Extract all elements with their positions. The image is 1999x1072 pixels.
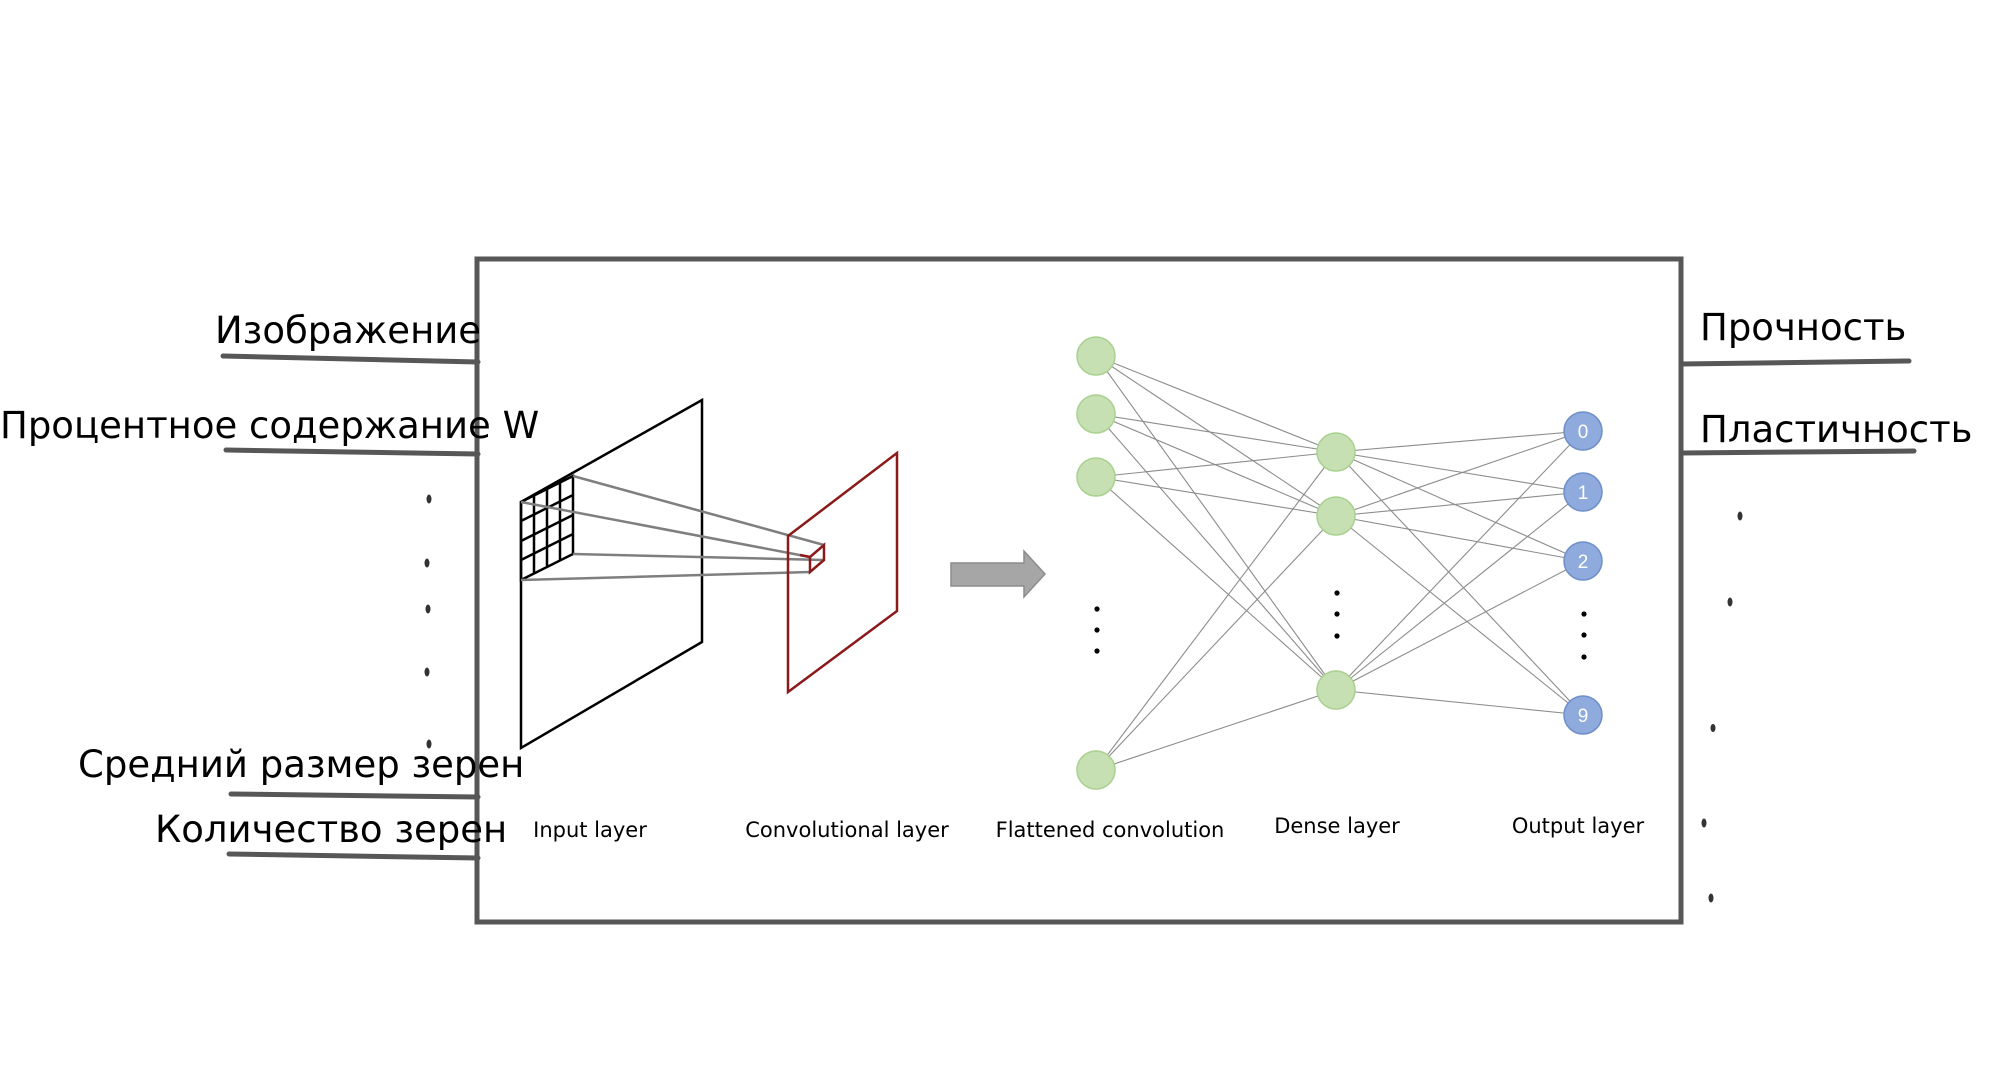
connection-line — [1335, 451, 1584, 716]
input-line-grain-size — [228, 791, 481, 800]
model-frame — [474, 256, 1684, 925]
connection-line — [1095, 413, 1337, 691]
connection-line — [1095, 476, 1337, 517]
output-node — [1563, 472, 1603, 512]
caption-output-layer: Output layer — [1512, 814, 1645, 838]
output-node-label: 1 — [1578, 483, 1589, 504]
network-nodes: 0 1 2 9 — [1076, 336, 1603, 790]
caption-convolutional-layer: Convolutional layer — [745, 818, 949, 842]
flatten-ellipsis-dot — [1094, 627, 1100, 633]
output-ellipsis-dot — [1581, 654, 1587, 660]
input-connectors — [220, 353, 481, 861]
input-label-grain-count: Количество зерен — [155, 808, 507, 851]
left-dot — [426, 739, 432, 749]
input-line-grain-count — [226, 851, 481, 861]
connection-line — [1335, 491, 1584, 691]
dense-node — [1316, 496, 1356, 536]
connection-line — [1335, 430, 1584, 517]
connection-line — [1335, 515, 1584, 562]
dense-ellipsis-dot — [1334, 590, 1340, 596]
right-dot — [1701, 818, 1707, 828]
output-ellipsis-dot — [1581, 632, 1587, 638]
caption-input-layer: Input layer — [533, 818, 647, 842]
right-dot — [1708, 893, 1714, 903]
left-dot — [426, 494, 432, 504]
left-dot — [425, 604, 431, 614]
input-label-image: Изображение — [215, 309, 481, 352]
convolutional-layer-plane — [786, 450, 899, 695]
left-dot — [424, 667, 430, 677]
output-node — [1563, 541, 1603, 581]
input-line-w — [223, 447, 481, 457]
input-layer-plane — [519, 397, 704, 751]
connection-line — [1095, 355, 1337, 691]
network-connections — [1095, 355, 1584, 771]
flatten-ellipsis-dot — [1094, 606, 1100, 612]
connection-line — [1095, 451, 1337, 771]
flatten-node — [1076, 394, 1116, 434]
connection-line — [1335, 515, 1584, 716]
output-connectors — [1678, 358, 1917, 456]
output-node — [1563, 411, 1603, 451]
flatten-arrow — [950, 549, 1047, 599]
output-node-label: 2 — [1578, 552, 1589, 573]
connection-line — [1095, 413, 1337, 453]
conv-output-cell — [799, 542, 826, 575]
kernel-projection — [520, 474, 825, 582]
flatten-node — [1076, 336, 1116, 376]
right-dot — [1710, 724, 1716, 732]
input-label-grain-size: Средний размер зерен — [78, 743, 524, 786]
connection-line — [1095, 451, 1337, 478]
left-dot — [424, 558, 430, 568]
output-ellipsis-dot — [1581, 611, 1587, 617]
flatten-node — [1076, 457, 1116, 497]
caption-flattened-convolution: Flattened convolution — [996, 818, 1225, 842]
output-ellipsis-dots — [1701, 511, 1743, 903]
connection-line — [1335, 491, 1584, 517]
connection-line — [1095, 355, 1337, 517]
output-node-label: 9 — [1578, 706, 1589, 727]
input-ellipsis-dots — [424, 494, 432, 749]
dense-node — [1316, 432, 1356, 472]
input-label-w-content: Процентное содержание W — [0, 404, 539, 447]
connection-line — [1095, 355, 1337, 453]
connection-line — [1335, 430, 1584, 691]
flatten-node — [1076, 750, 1116, 790]
connection-line — [1335, 560, 1584, 691]
connection-line — [1095, 515, 1337, 771]
connection-line — [1335, 451, 1584, 493]
dense-node — [1316, 670, 1356, 710]
dense-ellipsis-dot — [1334, 611, 1340, 617]
connection-line — [1095, 689, 1337, 771]
column-ellipses — [1094, 590, 1587, 660]
input-line-image — [220, 353, 481, 365]
output-label-plasticity: Пластичность — [1700, 408, 1972, 451]
right-dot — [1727, 597, 1733, 607]
dense-ellipsis-dot — [1334, 633, 1340, 639]
connection-line — [1335, 430, 1584, 453]
output-line-plasticity — [1678, 448, 1917, 456]
flatten-ellipsis-dot — [1094, 648, 1100, 654]
connection-line — [1335, 451, 1584, 562]
connection-line — [1095, 476, 1337, 691]
kernel-grid — [519, 473, 575, 583]
caption-dense-layer: Dense layer — [1274, 814, 1400, 838]
output-node-label: 0 — [1578, 422, 1589, 443]
output-label-strength: Прочность — [1700, 306, 1906, 349]
right-dot — [1737, 511, 1743, 521]
output-line-strength — [1678, 358, 1912, 367]
connection-line — [1335, 689, 1584, 716]
output-node — [1563, 695, 1603, 735]
